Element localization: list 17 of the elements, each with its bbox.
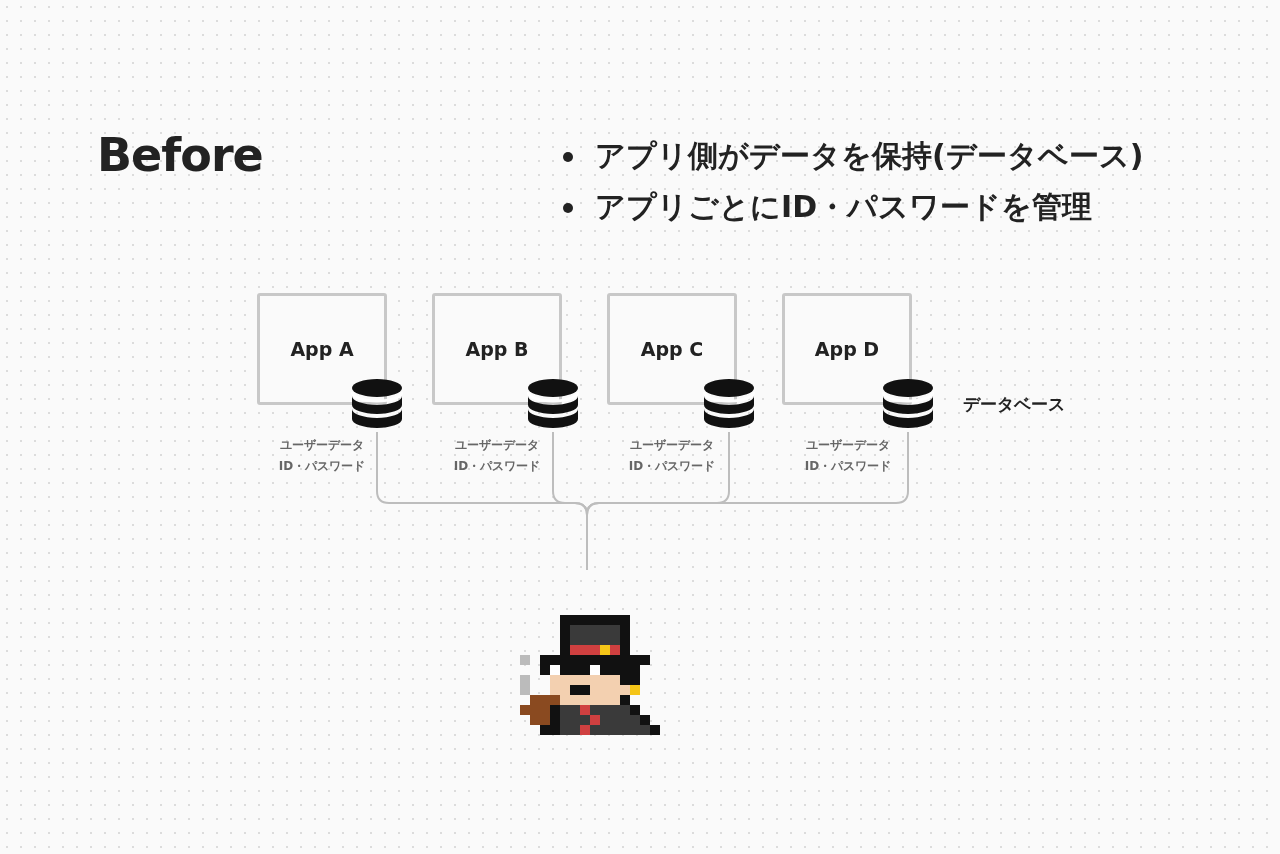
caption-text: ユーザーデータ [629, 437, 715, 454]
database-label: データベース [963, 393, 1065, 416]
app-box: App D [782, 293, 912, 405]
app-box: App C [607, 293, 737, 405]
bullet-text: アプリ側がデータを保持(データベース) [595, 137, 1144, 175]
caption-text: ID・パスワード [627, 458, 717, 475]
caption-text: ユーザーデータ [279, 437, 365, 454]
caption-text: ID・パスワード [277, 458, 367, 475]
caption-text: ユーザーデータ [805, 437, 891, 454]
title: Before [97, 128, 263, 182]
connector-line [586, 431, 909, 571]
app-box: App B [432, 293, 562, 405]
caption-text: ID・パスワード [803, 458, 893, 475]
app-box: App A [257, 293, 387, 405]
caption-text: ID・パスワード [452, 458, 542, 475]
bullet-text: アプリごとにID・パスワードを管理 [595, 188, 1093, 226]
caption-text: ユーザーデータ [454, 437, 540, 454]
